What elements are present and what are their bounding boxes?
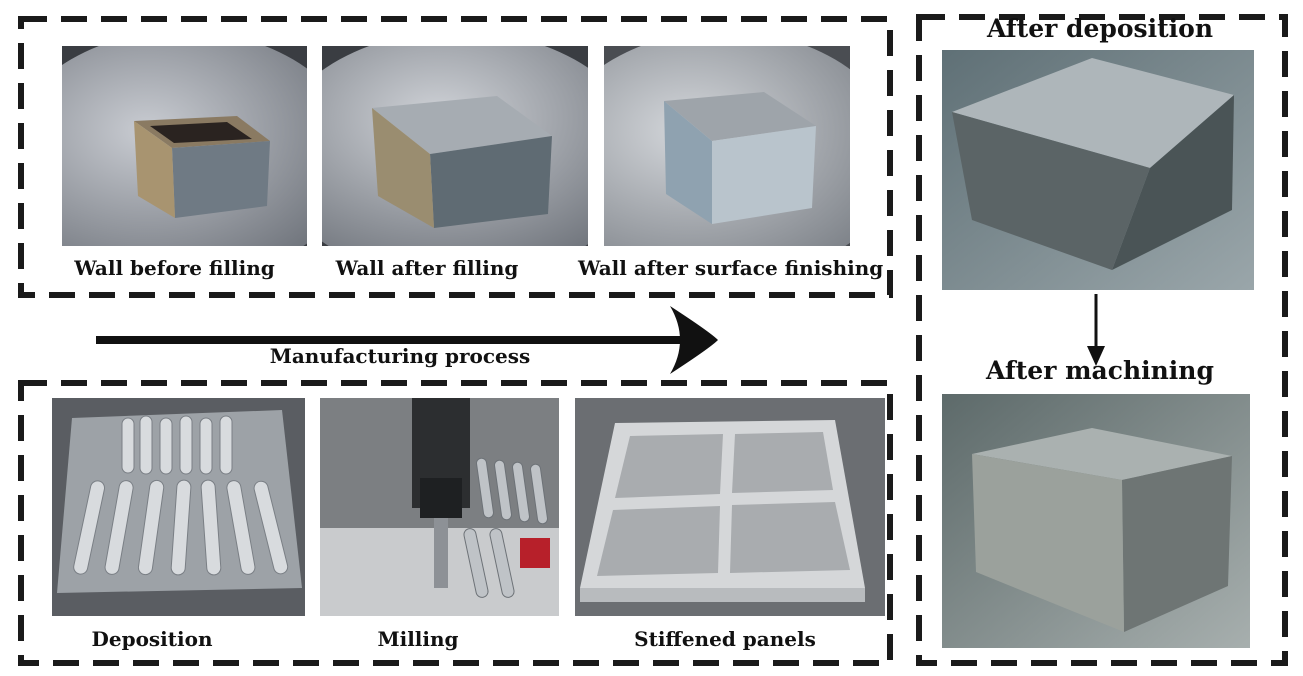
top-left-dashed-frame <box>18 16 893 298</box>
photo-milling <box>320 398 559 616</box>
heading-after-deposition: After deposition <box>986 14 1214 43</box>
manufacturing-process-label: Manufacturing process <box>269 344 531 368</box>
caption-deposition: Deposition <box>91 627 213 651</box>
photo-after-machining-block <box>942 394 1250 648</box>
heading-after-machining: After machining <box>986 356 1214 385</box>
photo-deposition <box>52 398 305 616</box>
manufacturing-process-arrow <box>96 306 718 374</box>
caption-wall-after-filling: Wall after filling <box>335 256 519 280</box>
photo-wall-after-surface-finishing <box>604 46 850 246</box>
photo-stiffened-panels <box>575 398 885 616</box>
photo-wall-after-filling <box>322 46 588 246</box>
photo-wall-before-filling <box>62 46 307 246</box>
right-dashed-frame <box>916 14 1288 666</box>
down-arrow <box>1087 294 1105 366</box>
caption-stiffened-panels: Stiffened panels <box>634 627 816 651</box>
bottom-left-dashed-frame <box>18 380 893 666</box>
caption-wall-before-filling: Wall before filling <box>74 256 275 280</box>
caption-milling: Milling <box>377 627 459 651</box>
photo-after-deposition-block <box>942 50 1254 290</box>
caption-wall-after-surface-finishing: Wall after surface finishing <box>578 256 884 280</box>
